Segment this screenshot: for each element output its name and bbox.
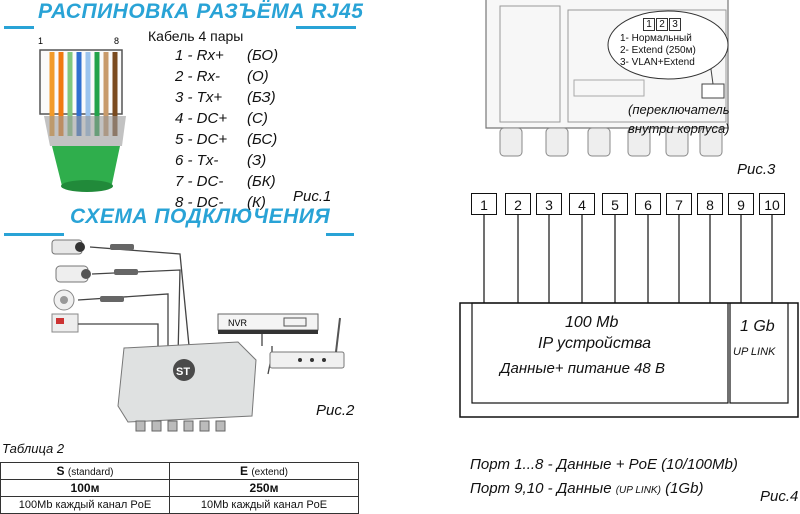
- cable-label: Кабель 4 пары: [148, 28, 244, 44]
- table-header-cell: S (standard): [0, 462, 170, 480]
- port-box: 10: [759, 193, 785, 215]
- poe-switch-box-icon: ST: [117, 341, 257, 432]
- switch-note-line: внутри корпуса): [628, 121, 730, 136]
- uplink-speed-label: 1 Gb: [740, 318, 775, 335]
- dome-camera-icon: [53, 289, 75, 311]
- table-cell: 250м: [169, 479, 359, 497]
- pin-color: (С): [247, 110, 268, 127]
- table-cell: 100м: [0, 479, 170, 497]
- port-box: 2: [505, 193, 531, 215]
- dip-number: 2: [656, 18, 668, 31]
- pin-code: 3 - Tx+: [175, 89, 223, 106]
- mode-item: 3- VLAN+Extend: [620, 57, 695, 68]
- ports-wiring: [459, 215, 799, 418]
- switch-photo-diagram: [485, 0, 729, 157]
- mode-item: 2- Extend (250м): [620, 45, 696, 56]
- table-cell: 10Mb каждый канал PoE: [169, 496, 359, 514]
- pin-color: (БК): [247, 173, 276, 190]
- table-row: 100Mb каждый канал PoE 10Mb каждый канал…: [0, 496, 359, 514]
- title-underline-right: [326, 233, 354, 236]
- port-box: 8: [697, 193, 723, 215]
- pin-row: 1 - Rx+ (БО): [175, 47, 278, 64]
- port-box: 1: [471, 193, 497, 215]
- header-sub: (standard): [67, 467, 114, 478]
- pin-code: 4 - DC+: [175, 110, 228, 127]
- legend-part: (1Gb): [665, 480, 704, 497]
- switch-logo: ST: [176, 366, 190, 378]
- pin-row: 3 - Tx+ (БЗ): [175, 89, 276, 106]
- pin-code: 6 - Tx-: [175, 152, 219, 169]
- pin-code: 5 - DC+: [175, 131, 228, 148]
- pin-code: 2 - Rx-: [175, 68, 220, 85]
- port-box: 6: [635, 193, 661, 215]
- table-row: S (standard) E (extend): [0, 462, 359, 480]
- switch-note: (переключатель внутри корпуса): [628, 100, 730, 138]
- data-power-label: Данные+ питание 48 В: [500, 360, 665, 377]
- port-box: 5: [602, 193, 628, 215]
- switch-modes: 1- Нормальный 2- Extend (250м) 3- VLAN+E…: [620, 33, 696, 69]
- rj45-connector-icon: 1 8: [38, 36, 126, 192]
- title-underline-left: [4, 233, 64, 236]
- connection-diagram: NVR ST: [51, 239, 345, 432]
- intercom-icon: [51, 313, 79, 333]
- legend-line-1: Порт 1...8 - Данные + PoE (10/100Mb): [470, 456, 738, 473]
- pin-color: (БС): [247, 131, 278, 148]
- pin-color: (З): [247, 152, 267, 169]
- dip-switch-numbers: 1 2 3: [643, 18, 681, 31]
- pin-eight-marker: 8: [114, 36, 119, 46]
- table-cell: 100Mb каждый канал PoE: [0, 496, 170, 514]
- port-box: 4: [569, 193, 595, 215]
- pin-row: 6 - Tx- (З): [175, 152, 266, 169]
- table2: S (standard) E (extend) 100м 250м 100Mb …: [0, 462, 359, 514]
- pin-one-marker: 1: [38, 36, 43, 46]
- pin-code: 8 - DC-: [175, 194, 224, 211]
- port-box: 7: [666, 193, 692, 215]
- table-header-cell: E (extend): [169, 462, 359, 480]
- header-main: S: [56, 464, 65, 478]
- pin-row: 2 - Rx- (О): [175, 68, 269, 85]
- pin-code: 1 - Rx+: [175, 47, 224, 64]
- legend-part: Порт 9,10 - Данные: [470, 480, 612, 497]
- pin-color: (БЗ): [247, 89, 276, 106]
- pin-row: 7 - DC- (БК): [175, 173, 276, 190]
- port-box: 9: [728, 193, 754, 215]
- pin-color: (К): [247, 194, 266, 211]
- header-main: E: [239, 464, 248, 478]
- nvr-label: NVR: [228, 318, 248, 328]
- uplink-label: UP LINK: [733, 346, 776, 358]
- pin-color: (БО): [247, 47, 279, 64]
- switch-note-line: (переключатель: [628, 102, 730, 117]
- pin-row: 4 - DC+ (С): [175, 110, 268, 127]
- fig1-label: Рис.1: [293, 188, 332, 205]
- fig3-label: Рис.3: [737, 161, 776, 178]
- pin-row: 5 - DC+ (БС): [175, 131, 277, 148]
- fig2-label: Рис.2: [316, 402, 355, 419]
- nvr-device-icon: NVR: [217, 313, 319, 334]
- router-icon: [269, 317, 345, 369]
- legend-part: (UP LINK): [615, 485, 661, 496]
- speed-label: 100 Mb: [565, 314, 619, 331]
- table-row: 100м 250м: [0, 479, 359, 497]
- port-box: 3: [536, 193, 562, 215]
- connection-title: СХЕМА ПОДКЛЮЧЕНИЯ: [70, 205, 331, 228]
- bullet-camera-icon: [55, 265, 91, 283]
- dip-number: 1: [643, 18, 655, 31]
- title-underline-left: [4, 26, 34, 29]
- pin-row: 8 - DC- (К): [175, 194, 266, 211]
- dip-number: 3: [669, 18, 681, 31]
- pin-code: 7 - DC-: [175, 173, 224, 190]
- mode-item: 1- Нормальный: [620, 33, 692, 44]
- fig4-label: Рис.4: [760, 488, 799, 505]
- table2-caption: Таблица 2: [2, 441, 65, 456]
- device-label: IP устройства: [538, 335, 652, 352]
- ptz-camera-icon: [51, 239, 85, 255]
- pinout-title: РАСПИНОВКА РАЗЪЁМА RJ45: [38, 0, 364, 23]
- pin-color: (О): [247, 68, 269, 85]
- header-sub: (extend): [251, 467, 289, 478]
- title-underline-right: [296, 26, 356, 29]
- legend-line-2: Порт 9,10 - Данные (UP LINK) (1Gb): [470, 480, 703, 497]
